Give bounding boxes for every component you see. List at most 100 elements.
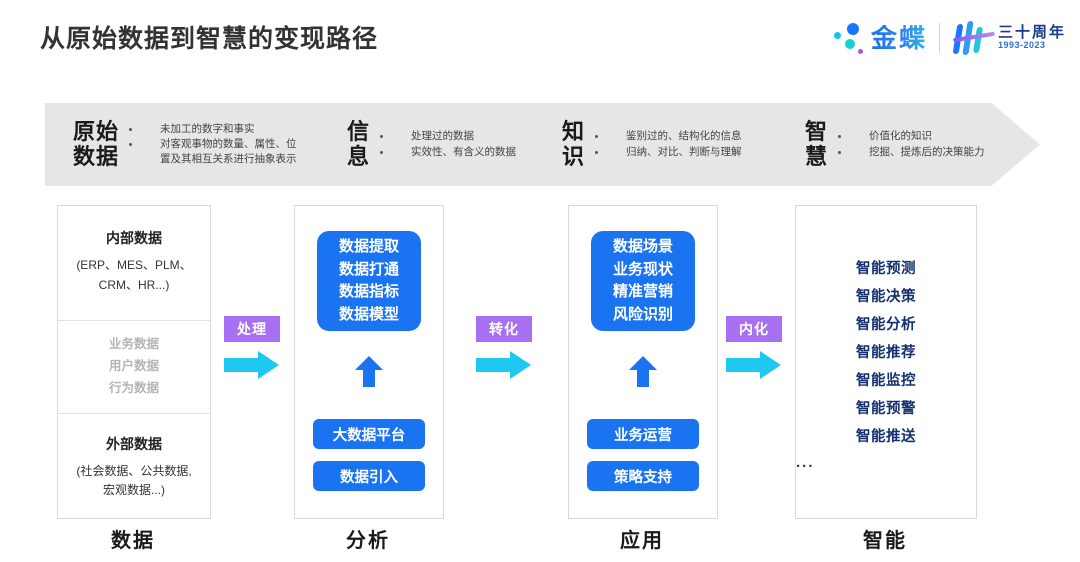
brand-divider [938, 23, 940, 53]
banner-stage: 信 息 处理过的数据实效性、有含义的数据 [347, 118, 516, 169]
application-capability-box[interactable]: 数据场景业务现状精准营销风险识别 [591, 231, 695, 331]
banner-bullet-text: 挖掘、提炼后的决策能力 [869, 145, 985, 158]
footer-label-analysis: 分析 [346, 530, 390, 552]
data-middle-item: 行为数据 [108, 380, 159, 395]
stage-banner: 原始 数据未加工的数字和事实对客观事物的数量、属性、位置及其相互关系进行抽象表示… [45, 103, 1040, 186]
connector-internalize: 内化 [726, 316, 782, 385]
intelligence-item: 智能分析 [856, 316, 916, 333]
banner-stage: 原始 数据未加工的数字和事实对客观事物的数量、属性、位置及其相互关系进行抽象表示 [73, 118, 297, 169]
bullet-dot-icon [595, 135, 599, 139]
external-data-sub: (社会数据、公共数据, 宏观数据...) [66, 462, 202, 502]
banner-bullet-text: 对客观事物的数量、属性、位 [160, 137, 297, 150]
divider [58, 320, 210, 321]
anniversary-label: 三十周年 [997, 23, 1066, 41]
internal-data-sub: (ERP、MES、PLM、 CRM、HR...) [66, 256, 202, 296]
brand-name: 金蝶 [870, 23, 927, 53]
banner-stage: 知 识鉴别过的、结构化的信息归纳、对比、判断与理解 [562, 119, 742, 169]
bullet-dot-icon [595, 150, 599, 154]
column-data: 内部数据 (ERP、MES、PLM、 CRM、HR...) 业务数据用户数据行为… [57, 205, 211, 519]
banner-stage-name: 智 慧 [805, 118, 829, 169]
banner-bullet-row: 鉴别过的、结构化的信息 [595, 129, 742, 144]
right-arrow-icon [224, 351, 279, 379]
divider [58, 412, 210, 414]
up-arrow-icon [629, 356, 657, 387]
banner-bullet-row: 对客观事物的数量、属性、位 [129, 137, 297, 152]
connector-label-transform[interactable]: 转化 [476, 316, 532, 342]
brand-logo: 金蝶 三十周年 1993-2023 [827, 18, 1066, 58]
anniversary-mark-icon [952, 20, 996, 56]
banner-bullet-row: 未加工的数字和事实 [129, 122, 297, 137]
analysis-capability-box[interactable]: 数据提取数据打通数据指标数据模型 [317, 231, 421, 331]
internal-data-title: 内部数据 [106, 230, 162, 246]
bullet-dot-icon [380, 150, 384, 154]
banner-bullet-text: 鉴别过的、结构化的信息 [626, 130, 742, 143]
external-data-block: 外部数据 (社会数据、公共数据, 宏观数据...) [58, 414, 210, 502]
connector-label-processing[interactable]: 处理 [224, 316, 280, 342]
banner-bullet-text: 价值化的知识 [869, 130, 933, 143]
column-analysis: 数据提取数据打通数据指标数据模型 大数据平台 数据引入 [294, 205, 444, 519]
application-box-item: 业务现状 [612, 260, 673, 278]
application-pill-bottom[interactable]: 策略支持 [587, 461, 699, 491]
banner-stage: 智 慧价值化的知识挖掘、提炼后的决策能力 [805, 118, 985, 169]
banner-stage-bullets: 价值化的知识挖掘、提炼后的决策能力 [838, 129, 985, 159]
external-data-sub-line1: (社会数据、公共数据, [76, 463, 192, 478]
bullet-dot-icon [838, 150, 842, 154]
banner-bullet-text: 置及其相互关系进行抽象表示 [160, 153, 297, 166]
banner-bullet-text: 实效性、有含义的数据 [411, 145, 517, 158]
application-pill-top[interactable]: 业务运营 [587, 419, 699, 449]
application-box-item: 风险识别 [612, 305, 673, 323]
banner-stage-name: 信 息 [347, 118, 371, 169]
connector-transform: 转化 [476, 316, 532, 385]
intelligence-item-list: 智能预测智能决策智能分析智能推荐智能监控智能预警智能推送 [796, 206, 976, 452]
analysis-box-item: 数据指标 [338, 283, 399, 300]
bullet-dot-icon [129, 143, 133, 146]
anniversary-badge: 三十周年 1993-2023 [952, 20, 1066, 56]
stage-banner-content: 原始 数据未加工的数字和事实对客观事物的数量、属性、位置及其相互关系进行抽象表示… [45, 103, 985, 186]
analysis-pill-top[interactable]: 大数据平台 [313, 419, 425, 449]
intelligence-item: 智能推送 [856, 428, 916, 445]
footer-label-application: 应用 [620, 530, 664, 552]
intelligence-item: 智能决策 [856, 288, 916, 305]
banner-bullet-row: 价值化的知识 [838, 129, 985, 144]
kingdee-dots-icon [827, 20, 867, 56]
anniversary-years: 1993-2023 [997, 40, 1046, 51]
connector-label-internalize[interactable]: 内化 [726, 316, 782, 342]
external-data-title: 外部数据 [106, 435, 162, 452]
external-data-sub-line2: 宏观数据...) [103, 483, 165, 498]
intelligence-item: 智能预警 [856, 400, 916, 417]
banner-bullet-text: 未加工的数字和事实 [160, 122, 255, 135]
analysis-pill-bottom[interactable]: 数据引入 [313, 461, 425, 491]
intelligence-item: 智能监控 [856, 372, 916, 389]
column-intelligence: 智能预测智能决策智能分析智能推荐智能监控智能预警智能推送 ... [795, 205, 977, 519]
banner-stage-bullets: 鉴别过的、结构化的信息归纳、对比、判断与理解 [595, 129, 742, 159]
analysis-box-item: 数据打通 [338, 260, 399, 278]
data-middle-items: 业务数据用户数据行为数据 [58, 321, 210, 413]
banner-bullet-row: 挖掘、提炼后的决策能力 [838, 145, 985, 160]
application-box-item: 数据场景 [612, 238, 673, 255]
banner-stage-bullets: 未加工的数字和事实对客观事物的数量、属性、位置及其相互关系进行抽象表示 [129, 122, 297, 168]
footer-label-intelligence: 智能 [863, 530, 907, 552]
bullet-dot-icon [129, 158, 132, 161]
data-middle-item: 业务数据 [108, 337, 159, 351]
bullet-dot-icon [129, 127, 133, 131]
internal-data-sub-line1: (ERP、MES、PLM、 [76, 258, 192, 272]
column-application: 数据场景业务现状精准营销风险识别 业务运营 策略支持 [568, 205, 718, 519]
internal-data-sub-line2: CRM、HR...) [98, 277, 170, 292]
banner-bullet-text: 处理过的数据 [411, 130, 475, 143]
up-arrow-icon [355, 356, 383, 387]
application-box-item: 精准营销 [612, 283, 673, 300]
intelligence-item: 智能预测 [856, 261, 916, 277]
intelligence-ellipsis: ... [796, 453, 815, 471]
bullet-dot-icon [838, 135, 842, 139]
banner-bullet-text: 归纳、对比、判断与理解 [626, 145, 742, 158]
banner-stage-name: 原始 数据 [73, 118, 120, 169]
data-middle-item: 用户数据 [108, 358, 159, 373]
analysis-box-item: 数据模型 [338, 305, 399, 323]
banner-bullet-row: 实效性、有含义的数据 [380, 145, 516, 160]
banner-bullet-row: 归纳、对比、判断与理解 [595, 145, 742, 160]
banner-bullet-row: 置及其相互关系进行抽象表示 [129, 152, 297, 167]
internal-data-block: 内部数据 (ERP、MES、PLM、 CRM、HR...) [58, 206, 210, 320]
footer-label-data: 数据 [111, 530, 155, 552]
right-arrow-icon [476, 351, 531, 379]
